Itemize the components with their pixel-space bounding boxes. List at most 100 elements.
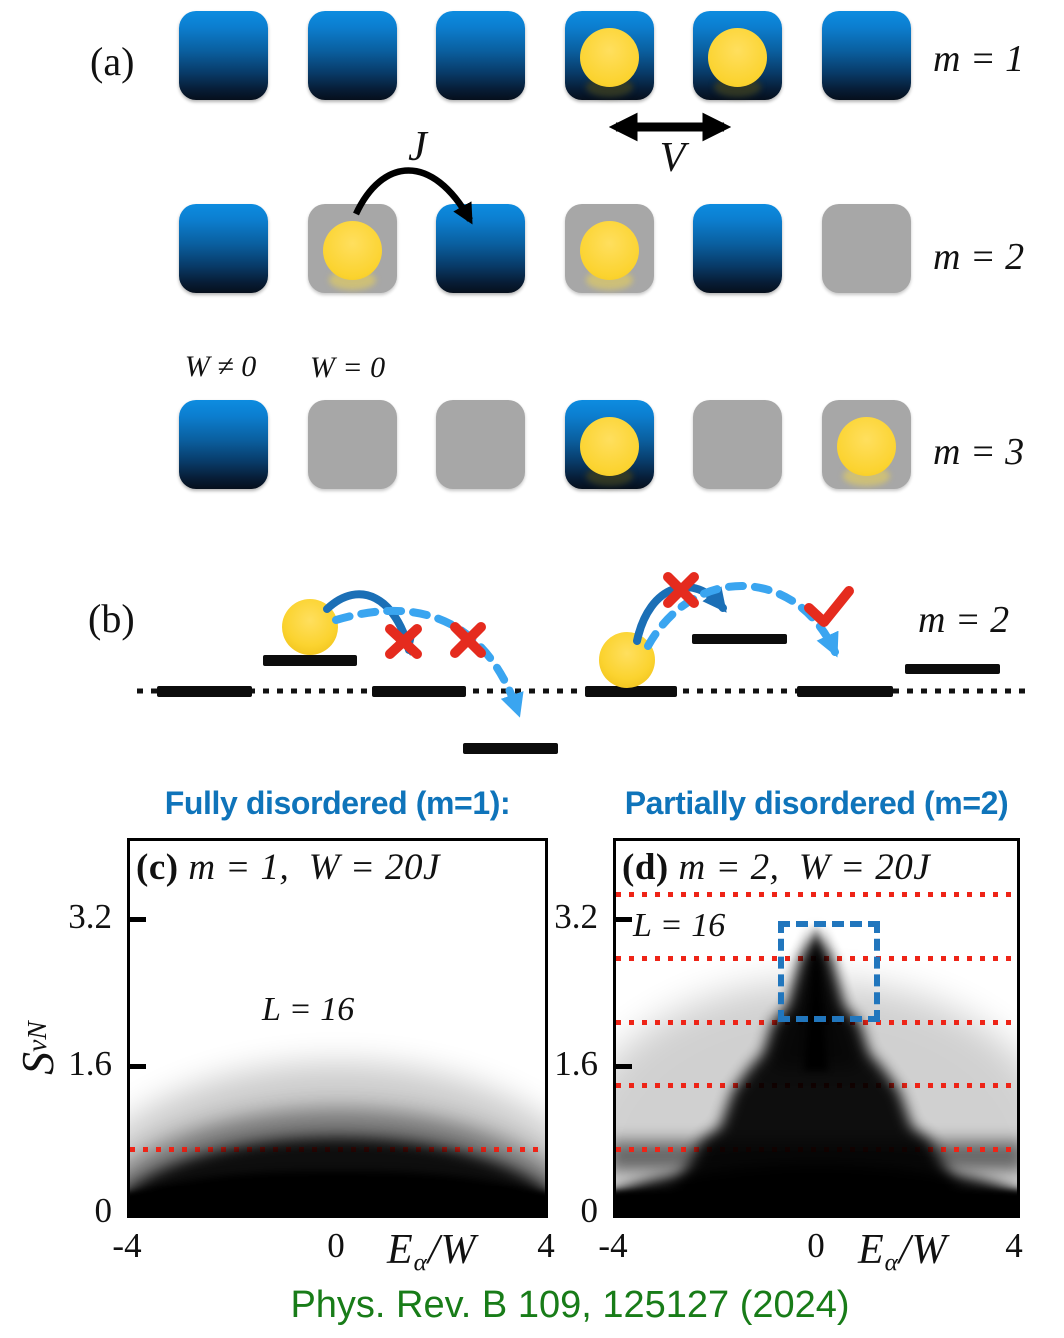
x-tick-label: -4 xyxy=(112,1226,142,1265)
x-tick-mark xyxy=(616,1202,621,1215)
density-pyramid xyxy=(616,841,1017,1215)
row-label-m1: m = 1 xyxy=(933,38,1025,80)
lattice-site-disordered xyxy=(307,11,397,100)
x-mark-icon xyxy=(663,572,699,608)
plot-panel-c: (c) m = 1, W = 20J L = 16 xyxy=(127,838,548,1218)
lattice-site-disordered xyxy=(564,400,654,489)
y-tick-label: 1.6 xyxy=(68,1044,112,1083)
row-label-m3: m = 3 xyxy=(933,431,1025,473)
particle xyxy=(599,632,655,688)
ln2-density-band xyxy=(616,1141,1017,1171)
density-floor xyxy=(130,1193,545,1215)
panel-d-system-size: L = 16 xyxy=(633,907,726,944)
lattice-site-disordered xyxy=(179,11,268,100)
particle xyxy=(579,417,639,476)
header-fully-disordered: Fully disordered (m=1): xyxy=(164,785,511,821)
density-spike-halo xyxy=(616,841,1017,1215)
panel-b-label: (b) xyxy=(88,596,135,641)
panel-c-system-size: L = 16 xyxy=(262,991,355,1028)
2ln2-line xyxy=(616,1083,1017,1088)
hop-allowed-dashed-arrow xyxy=(644,582,839,658)
panel-c-title: (c) m = 1, W = 20J xyxy=(136,846,440,889)
particle xyxy=(322,221,382,280)
x-tick-mark xyxy=(130,1202,135,1215)
x-tick-label: 0 xyxy=(327,1226,345,1265)
hop-amplitude-label: J xyxy=(408,124,427,170)
x-axis-label: Eα/W xyxy=(858,1227,948,1277)
energy-level xyxy=(905,664,1000,674)
panel-b-diagram xyxy=(137,572,1032,754)
density-base xyxy=(616,1163,1017,1215)
lattice-site-clean xyxy=(307,400,397,489)
lattice-site-clean xyxy=(307,204,397,293)
lattice-site-clean xyxy=(821,400,911,489)
panel-d-tag: (d) xyxy=(622,847,669,888)
disorder-nonzero-label: W ≠ 0 xyxy=(184,350,257,383)
x-tick-label: 0 xyxy=(807,1226,825,1265)
lattice-site-disordered xyxy=(821,11,911,100)
energy-level xyxy=(692,634,787,644)
checkmark-icon xyxy=(804,586,854,627)
lattice-site-disordered xyxy=(693,11,782,100)
hop-attempt-solid-arrow xyxy=(323,590,417,656)
lattice-site-disordered xyxy=(564,11,654,100)
panel-c-tag: (c) xyxy=(136,847,179,888)
panel-a-arrows xyxy=(353,112,732,225)
highlight-dashed-box xyxy=(778,921,880,1022)
density-mid xyxy=(130,1109,545,1215)
lattice-rows xyxy=(0,0,1064,540)
y-tick-mark xyxy=(130,1064,146,1069)
energy-levels xyxy=(157,634,1000,754)
interaction-label: V xyxy=(659,135,686,181)
energy-level xyxy=(585,686,677,697)
x-axis-label: Eα/W xyxy=(387,1227,477,1277)
energy-level xyxy=(157,686,252,697)
y-tick-label: 0 xyxy=(580,1191,599,1230)
particle xyxy=(708,28,767,87)
citation: Phys. Rev. B 109, 125127 (2024) xyxy=(290,1284,850,1326)
x-tick-mark xyxy=(540,1202,545,1215)
y-tick-label: 1.6 xyxy=(554,1044,598,1083)
ln2-line xyxy=(130,1147,545,1152)
5ln2-line xyxy=(616,892,1017,897)
particle xyxy=(579,221,639,280)
lattice-site-clean xyxy=(564,204,654,293)
y-tick-mark xyxy=(130,917,146,922)
y-tick-mark xyxy=(616,1064,632,1069)
y-tick-label: 3.2 xyxy=(554,897,598,936)
density-haze xyxy=(130,1063,545,1215)
x-mark-icon xyxy=(450,622,486,658)
x-tick-label: -4 xyxy=(598,1226,628,1265)
header-partially-disordered: Partially disordered (m=2) xyxy=(624,785,1009,821)
panel-d-title-text: m = 2, W = 20J xyxy=(678,847,931,888)
y-tick-label: 0 xyxy=(94,1191,113,1230)
lattice-site-disordered xyxy=(436,204,525,293)
particle xyxy=(579,28,639,87)
panel-d-title: (d) m = 2, W = 20J xyxy=(622,846,930,889)
x-mark-icon xyxy=(385,624,422,659)
lattice-site-disordered xyxy=(693,204,782,293)
y-tick-label: 3.2 xyxy=(68,897,112,936)
lattice-site-disordered xyxy=(436,11,525,100)
lattice-site-disordered xyxy=(179,400,268,489)
energy-level xyxy=(463,743,558,754)
hop-arrow xyxy=(353,167,473,225)
energy-level xyxy=(263,655,357,666)
x-tick-label: 4 xyxy=(1005,1226,1023,1265)
energy-level xyxy=(372,686,466,697)
density-floor xyxy=(616,1191,1017,1215)
lattice-site-disordered xyxy=(179,204,268,293)
density-base xyxy=(130,1171,545,1215)
energy-level xyxy=(797,686,893,697)
lattice-site-clean xyxy=(821,204,911,293)
lattice-site-clean xyxy=(436,400,525,489)
y-tick-mark xyxy=(616,917,632,922)
panel-a-label: (a) xyxy=(90,39,135,84)
x-tick-label: 4 xyxy=(537,1226,555,1265)
panel-c-title-text: m = 1, W = 20J xyxy=(188,847,440,888)
plot-panel-d: (d) m = 2, W = 20J L = 16 xyxy=(613,838,1020,1218)
particle xyxy=(282,599,338,655)
forbidden-marks xyxy=(385,572,699,659)
